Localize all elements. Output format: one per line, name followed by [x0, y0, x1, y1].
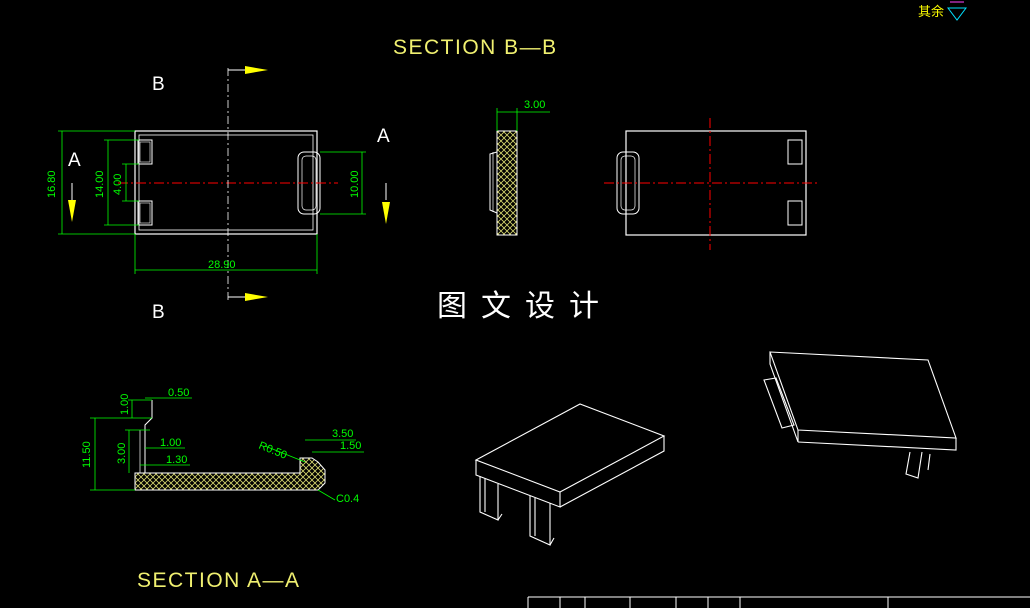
section-aa-title: SECTION A—A	[137, 569, 301, 592]
isometric-view-front	[474, 403, 666, 546]
cut-label-a-left: A	[68, 150, 81, 171]
section-aa-view: 11.50 1.00 3.00 0.50 1.00 1.30 R0.50 3.5…	[81, 387, 364, 505]
cut-label-a-right: A	[377, 126, 390, 147]
dim-aa-radius: R0.50	[257, 440, 289, 462]
dim-aa-w3: 3.50	[332, 428, 353, 440]
surface-finish-note: 其余	[918, 1, 967, 21]
rear-view	[604, 118, 820, 250]
section-bb-title: SECTION B—B	[393, 36, 558, 59]
dim-latch-height: 10.00	[349, 170, 361, 198]
dim-height-inner: 14.00	[94, 170, 106, 198]
cut-label-b-top: B	[152, 74, 165, 95]
section-bb-view: 3.00	[489, 99, 550, 236]
dim-aa-w2: 1.30	[166, 454, 187, 466]
title-block	[527, 596, 1030, 608]
dim-aa-chamfer: C0.4	[336, 493, 359, 505]
watermark-text: 图文设计	[437, 289, 613, 324]
dim-thickness: 3.00	[524, 99, 545, 111]
front-view: B B A A	[68, 66, 390, 323]
dim-aa-total: 11.50	[81, 441, 93, 468]
dim-length: 28.90	[208, 259, 236, 271]
svg-text:其余: 其余	[918, 4, 944, 19]
dim-height-total: 16.80	[46, 170, 58, 198]
dim-aa-h2: 3.00	[116, 443, 128, 464]
dim-aa-w4: 1.50	[340, 440, 361, 452]
dim-slot-width: 4.00	[112, 174, 124, 195]
dim-aa-offset-top: 0.50	[168, 387, 189, 399]
dim-aa-w1: 1.00	[160, 437, 181, 449]
cut-label-b-bottom: B	[152, 302, 165, 323]
isometric-view-rear	[763, 351, 957, 479]
dim-aa-h1: 1.00	[119, 394, 131, 415]
front-view-dimensions	[58, 130, 366, 274]
